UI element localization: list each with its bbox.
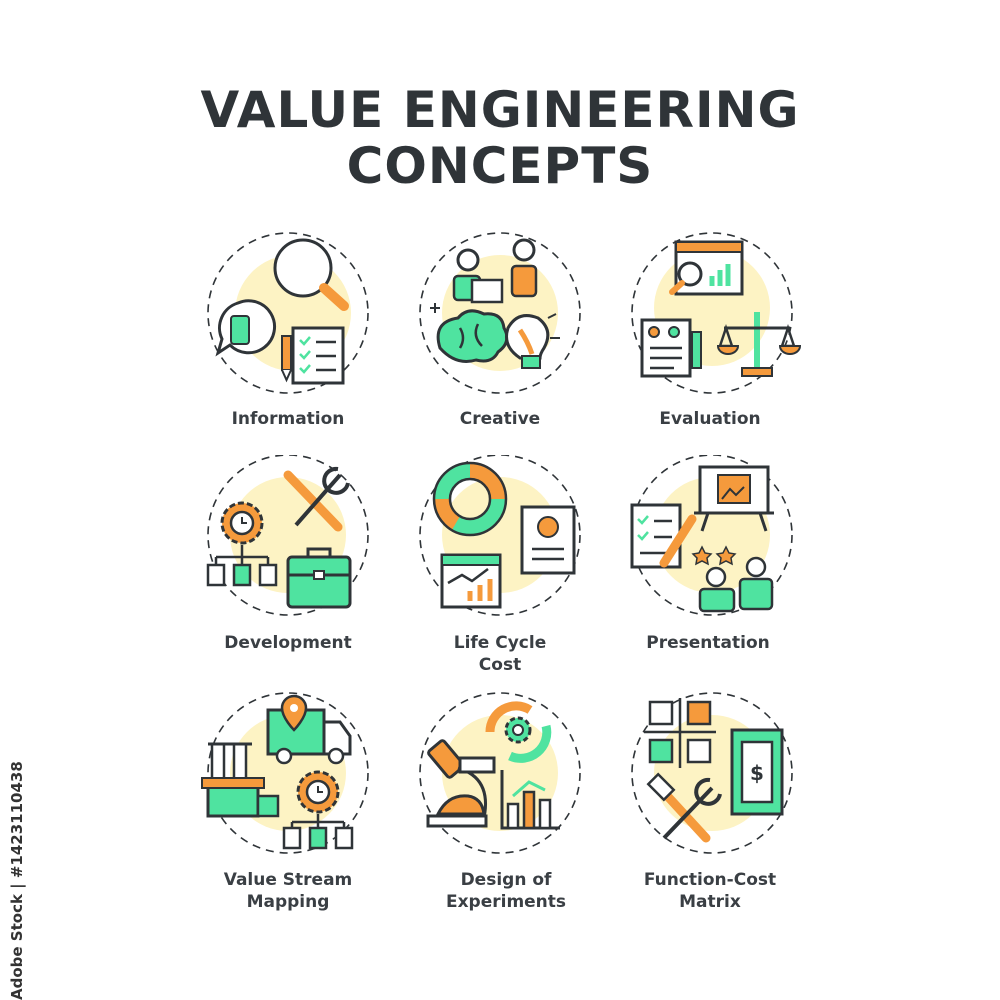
- design-of-experiments-icon: [419, 692, 581, 854]
- title-line-1: VALUE ENGINEERING: [200, 81, 800, 139]
- information-icon: [207, 232, 369, 394]
- label-development: Development: [224, 633, 352, 653]
- label-creative: Creative: [459, 409, 541, 429]
- label-life-cycle-cost: Life Cycle Cost: [453, 633, 547, 675]
- evaluation-icon: [631, 232, 802, 394]
- svg-text:$: $: [750, 761, 764, 785]
- development-icon: [206, 455, 369, 616]
- label-value-stream-mapping: Value Stream Mapping: [223, 870, 353, 912]
- concept-presentation: [612, 455, 812, 625]
- stock-watermark-id: Adobe Stock | #1423110438: [8, 761, 26, 1000]
- creative-icon: [419, 232, 581, 394]
- title-line-2: CONCEPTS: [346, 137, 654, 195]
- label-design-of-experiments: Design of Experiments: [445, 870, 567, 912]
- concept-function-cost-matrix: $: [612, 688, 812, 858]
- function-cost-matrix-icon: $: [631, 692, 793, 854]
- concept-life-cycle-cost: [400, 455, 600, 625]
- value-stream-mapping-icon: [201, 692, 369, 854]
- concept-creative: [400, 228, 600, 398]
- concept-development: [188, 455, 388, 625]
- concept-evaluation: [612, 228, 812, 398]
- page-title: VALUE ENGINEERING CONCEPTS: [0, 82, 1000, 194]
- concept-information: [188, 228, 388, 398]
- concept-value-stream-mapping: [188, 688, 388, 858]
- label-function-cost-matrix: Function-Cost Matrix: [643, 870, 777, 912]
- concept-design-of-experiments: [400, 688, 600, 858]
- label-information: Information: [231, 409, 345, 429]
- label-evaluation: Evaluation: [659, 409, 761, 429]
- presentation-icon: [630, 455, 793, 616]
- label-presentation: Presentation: [646, 633, 770, 653]
- life-cycle-cost-icon: [419, 455, 581, 616]
